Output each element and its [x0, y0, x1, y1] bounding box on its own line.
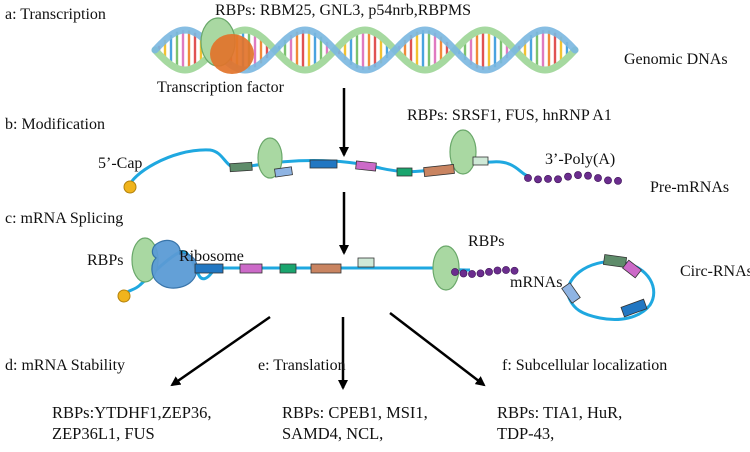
exon — [602, 254, 628, 268]
rbps-right-label: RBPs — [468, 233, 505, 250]
rbps-b-label: RBPs: SRSF1, FUS, hnRNP A1 — [407, 107, 612, 124]
poly-a-bead — [524, 174, 532, 182]
rbps-left-label: RBPs — [87, 252, 124, 269]
poly-a-bead — [544, 175, 552, 183]
poly-a-tail — [524, 171, 622, 185]
poly-a-bead — [584, 171, 592, 180]
poly-a-bead — [451, 268, 459, 276]
poly-a-bead — [510, 266, 519, 275]
ribosome-label: Ribosome — [179, 248, 244, 265]
mrna — [117, 237, 519, 303]
poly-a-bead — [594, 174, 602, 182]
section-b-title: b: Modification — [5, 116, 105, 133]
section-d-title: d: mRNA Stability — [5, 357, 126, 374]
exon — [355, 160, 377, 172]
rbp-protein-b2 — [449, 129, 477, 175]
poly-a-bead — [493, 266, 502, 275]
circ-rna — [561, 254, 656, 321]
exon — [561, 282, 581, 304]
exon — [229, 161, 253, 173]
exon — [396, 167, 413, 177]
ribosome-shape — [151, 239, 198, 289]
exon — [423, 164, 455, 177]
rbp-list-e-line2: SAMD4, NCL, — [282, 424, 384, 443]
poly-a-bead — [502, 266, 510, 274]
poly-a-tail — [451, 266, 519, 278]
poly-a-bead — [554, 175, 562, 184]
poly-a-bead — [468, 270, 476, 278]
section-c-title: c: mRNA Splicing — [5, 210, 124, 227]
poly-a-bead — [574, 171, 582, 179]
exon — [622, 259, 642, 279]
mrnas-label: mRNAs — [510, 274, 563, 291]
exon — [472, 156, 489, 166]
rbp-list-d-line2: ZEP36L1, FUS — [52, 424, 155, 443]
arrow-to-localization — [389, 312, 486, 387]
pre-mrnas-label: Pre-mRNAs — [650, 179, 730, 196]
transcription-factor-shape — [210, 34, 254, 74]
circ-rna-loop — [566, 260, 656, 321]
rbp-list-d-line1: RBPs:YTDHF1,ZEP36, — [52, 403, 212, 422]
poly-a-bead — [604, 176, 612, 185]
rbp-list-e-line1: RBPs: CPEB1, MSI1, — [282, 403, 428, 422]
exon — [309, 159, 338, 169]
five-prime-cap — [123, 180, 137, 194]
poly-a-bead — [564, 172, 572, 181]
section-a-title: a: Transcription — [5, 6, 106, 23]
rbp-list-f-line1: RBPs: TIA1, HuR, — [497, 403, 623, 422]
poly-a-label: 3’-Poly(A) — [545, 151, 616, 168]
pre-mrna — [123, 129, 622, 194]
exon — [279, 263, 297, 274]
section-f-title: f: Subcellular localization — [502, 357, 668, 374]
rbp-protein-b1 — [257, 137, 283, 179]
poly-a-bead — [614, 177, 622, 185]
exon — [357, 257, 375, 268]
exon — [310, 263, 342, 274]
circ-rnas-label: Circ-RNAs — [680, 263, 750, 280]
transcription-factor-label: Transcription factor — [157, 79, 284, 96]
five-prime-cap-label: 5’-Cap — [98, 155, 143, 172]
rbp-protein-c2 — [432, 245, 460, 291]
exon — [239, 263, 263, 274]
rbp-list-f-line2: TDP-43, — [497, 424, 555, 443]
rbps-a-label: RBPs: RBM25, GNL3, p54nrb,RBPMS — [215, 2, 472, 19]
exon — [194, 263, 224, 274]
exon — [274, 166, 293, 178]
section-e-title: e: Translation — [258, 357, 346, 374]
arrow-to-stability — [170, 315, 271, 387]
poly-a-bead — [476, 269, 485, 278]
exon — [620, 298, 648, 318]
poly-a-bead — [485, 267, 493, 276]
poly-a-bead — [534, 175, 542, 184]
genomic-dnas-label: Genomic DNAs — [624, 51, 728, 68]
poly-a-bead — [459, 269, 468, 278]
five-prime-cap — [117, 289, 131, 303]
